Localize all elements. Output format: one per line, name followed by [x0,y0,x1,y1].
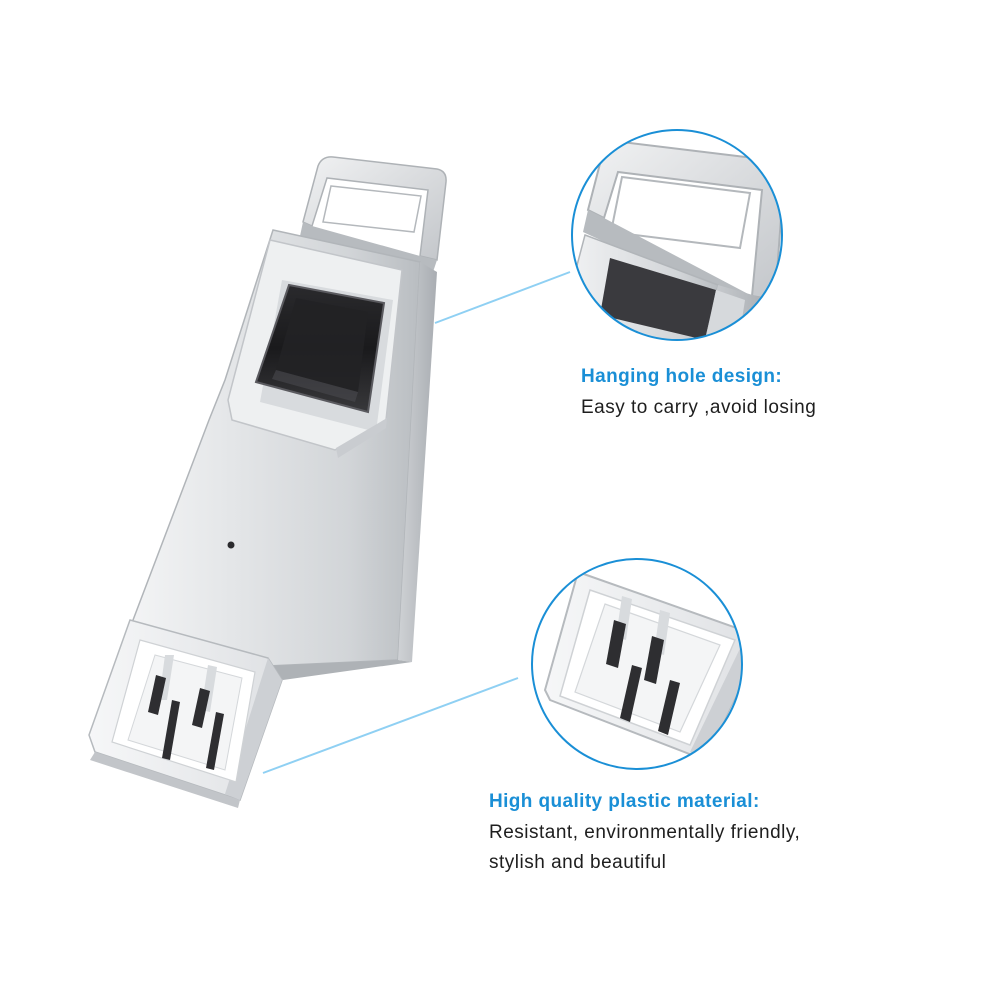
feature-desc-hanging-hole: Easy to carry ,avoid losing [581,393,816,423]
feature-desc-plastic-material: Resistant, environmentally friendly, sty… [489,818,800,878]
feature-desc-line: Resistant, environmentally friendly, [489,822,801,843]
usb-drive [88,156,447,808]
feature-desc-line: stylish and beautiful [489,852,667,873]
callout-line-top [434,271,571,324]
zoom-circle-hanging-hole [571,129,783,341]
zoom-circle-connector [531,558,743,770]
led-indicator [227,541,235,549]
feature-title-plastic-material: High quality plastic material: [489,791,760,812]
callout-line-bottom [262,677,519,774]
feature-desc-line: Easy to carry ,avoid losing [581,397,817,418]
feature-title-hanging-hole: Hanging hole design: [581,366,783,387]
usb-connector [88,619,283,808]
